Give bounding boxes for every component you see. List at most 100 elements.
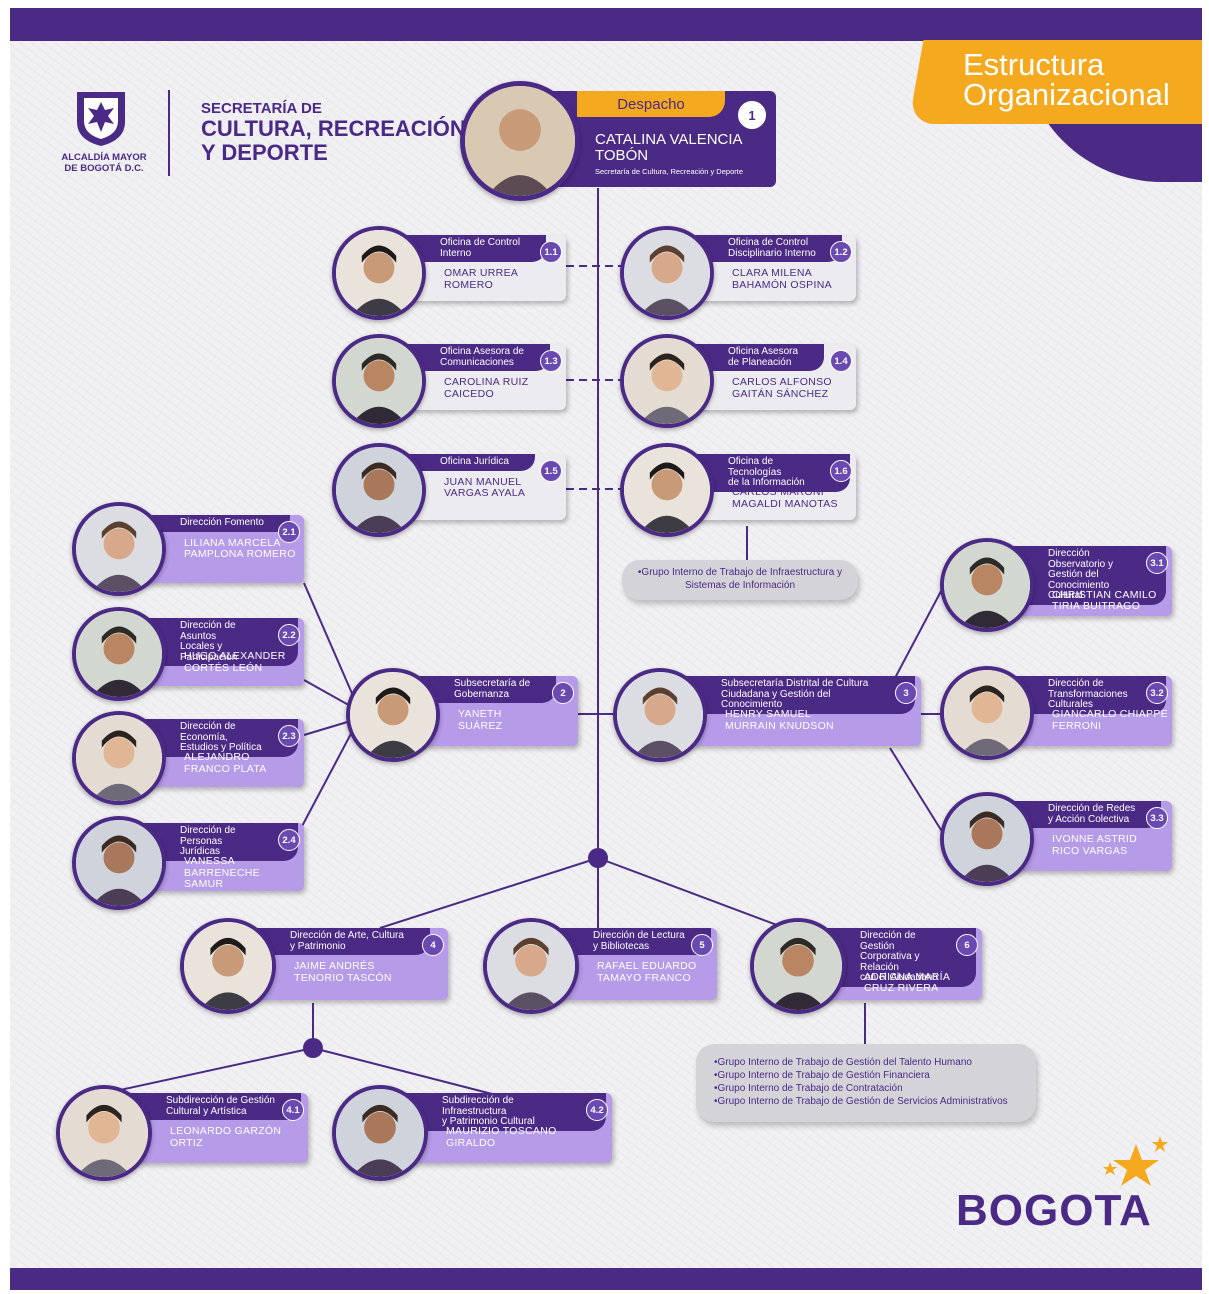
hub-node-4	[303, 1038, 323, 1058]
node-person-name: VANESSA BARRENECHE SAMUR	[184, 855, 260, 890]
node-card: Dirección de Asuntos Locales y Participa…	[132, 618, 304, 686]
node-number-badge: 3.1	[1146, 552, 1168, 574]
node-number-badge: 2.3	[278, 725, 300, 747]
person-photo-icon	[76, 715, 162, 801]
node-avatar	[346, 668, 440, 762]
node-avatar	[72, 816, 166, 910]
node-number-badge: 4.2	[586, 1099, 608, 1121]
link-4-2	[312, 1047, 501, 1097]
node-avatar	[940, 666, 1034, 760]
person-photo-icon	[944, 670, 1030, 756]
hub-node-main	[588, 848, 608, 868]
node-person-name: ADRIANA MARÍA CRUZ RIVERA	[864, 970, 951, 994]
secretaria-line-2: CULTURA, RECREACIÓN	[201, 116, 466, 141]
node-number-badge: 3	[895, 682, 917, 704]
node-person-name: RAFAEL EDUARDO TAMAYO FRANCO	[597, 960, 697, 984]
secretaria-line-1: SECRETARÍA DE	[201, 100, 322, 117]
group-item: Grupo Interno de Trabajo de Gestión de S…	[714, 1095, 1018, 1108]
link-2-1	[303, 582, 355, 699]
node-avatar	[940, 792, 1034, 886]
node-number-badge: 2.4	[278, 829, 300, 851]
despacho-name: CATALINA VALENCIA TOBÓN	[595, 131, 743, 164]
despacho-number: 1	[738, 101, 766, 129]
bogota-crest-icon	[77, 92, 125, 146]
link-6	[597, 857, 786, 929]
node-number-badge: 2.2	[278, 624, 300, 646]
person-photo-icon	[60, 1089, 148, 1177]
node-unit-label: Subdirección de Gestión Cultural y Artís…	[116, 1093, 301, 1120]
node-avatar	[750, 918, 846, 1014]
node-person-name: IVONNE ASTRID RICO VARGAS	[1052, 833, 1137, 857]
group-item: Grupo Interno de Trabajo de Gestión Fina…	[714, 1069, 1018, 1082]
group-item: Grupo Interno de Trabajo de Contratación	[714, 1082, 1018, 1095]
node-number-badge: 6	[956, 934, 978, 956]
node-person-name: JUAN MANUEL VARGAS AYALA	[444, 475, 526, 499]
node-person-name: CARLOS MARONI MAGALDI MANOTAS	[732, 486, 838, 510]
person-photo-icon	[944, 796, 1030, 882]
node-avatar	[620, 334, 714, 428]
page-title-line-1: Estructura	[963, 47, 1105, 82]
person-photo-icon	[336, 447, 422, 533]
node-person-name: LEONARDO GARZÓN ORTIZ	[170, 1125, 282, 1149]
node-unit-label: Subdirección de Infraestructura y Patrim…	[392, 1093, 606, 1131]
node-number-badge: 1.5	[540, 460, 562, 482]
node-number-badge: 1.3	[540, 350, 562, 372]
despacho-role: Secretaría de Cultura, Recreación y Depo…	[595, 167, 743, 176]
node-number-badge: 4	[422, 934, 444, 956]
person-photo-icon	[184, 922, 272, 1010]
node-unit-label: Oficina Jurídica	[392, 454, 535, 471]
person-photo-icon	[617, 672, 703, 758]
person-photo-icon	[76, 506, 162, 592]
node-avatar	[332, 334, 426, 428]
bottom-band	[10, 1268, 1202, 1290]
link-4-1	[119, 1047, 314, 1091]
link-2-2	[303, 679, 355, 709]
node-number-badge: 2	[552, 682, 574, 704]
page-title: Estructura Organizacional	[963, 47, 1170, 112]
node-person-name: GIANCARLO CHIAPPE FERRONI	[1052, 708, 1168, 732]
page-title-line-2: Organizacional	[963, 77, 1170, 112]
node-card: Subsecretaría Distrital de Cultura Ciuda…	[673, 676, 921, 746]
node-avatar	[613, 668, 707, 762]
top-band	[10, 8, 1202, 41]
group-item: Grupo Interno de Trabajo de Infraestruct…	[632, 566, 848, 592]
node-unit-label: Subsecretaría Distrital de Cultura Ciuda…	[673, 676, 915, 714]
node-avatar	[180, 918, 276, 1014]
node-person-name: YANETH SUÁREZ	[458, 708, 503, 732]
node-number-badge: 3.2	[1146, 682, 1168, 704]
crest-caption: ALCALDÍA MAYOR DE BOGOTÁ D.C.	[61, 152, 147, 174]
group-box-corporativa: Grupo Interno de Trabajo de Gestión del …	[696, 1044, 1036, 1122]
node-avatar	[620, 226, 714, 320]
despacho-tag: Despacho	[577, 91, 725, 117]
link-2-3	[303, 719, 355, 736]
node-person-name: CHRISTIAN CAMILO TIRIA BUITRAGO	[1052, 588, 1157, 612]
connector-lines	[119, 188, 949, 1097]
bogota-logo: BOGOTA	[956, 1186, 1152, 1235]
node-person-name: ALEJANDRO FRANCO PLATA	[184, 751, 267, 775]
person-photo-icon	[624, 338, 710, 424]
person-photo-icon	[624, 447, 710, 533]
node-number-badge: 2.1	[278, 521, 300, 543]
node-person-name: OMAR URREA ROMERO	[444, 267, 519, 291]
node-avatar	[56, 1085, 152, 1181]
group-box-tic: Grupo Interno de Trabajo de Infraestruct…	[622, 560, 858, 600]
node-person-name: CAROLINA RUIZ CAICEDO	[444, 376, 529, 400]
secretaria-line-3: Y DEPORTE	[201, 140, 328, 165]
node-avatar	[72, 502, 166, 596]
node-avatar	[332, 1085, 428, 1181]
node-person-name: CARLOS ALFONSO GAITÁN SÁNCHEZ	[732, 376, 832, 400]
node-number-badge: 1.4	[830, 350, 852, 372]
node-unit-label: Dirección Fomento	[132, 515, 290, 532]
person-photo-icon	[754, 922, 842, 1010]
node-avatar	[332, 226, 426, 320]
node-avatar	[72, 607, 166, 701]
node-person-name: LILIANA MARCELA PAMPLONA ROMERO	[184, 536, 296, 560]
person-photo-icon	[350, 672, 436, 758]
node-person-name: HENRY SAMUEL MURRAIN KNUDSON	[725, 708, 834, 732]
person-photo-icon	[624, 230, 710, 316]
node-person-name: MAURIZIO TOSCANO GIRALDO	[446, 1125, 557, 1149]
link-3-3	[889, 747, 947, 839]
person-photo-icon	[465, 86, 575, 196]
node-number-badge: 1.2	[830, 241, 852, 263]
